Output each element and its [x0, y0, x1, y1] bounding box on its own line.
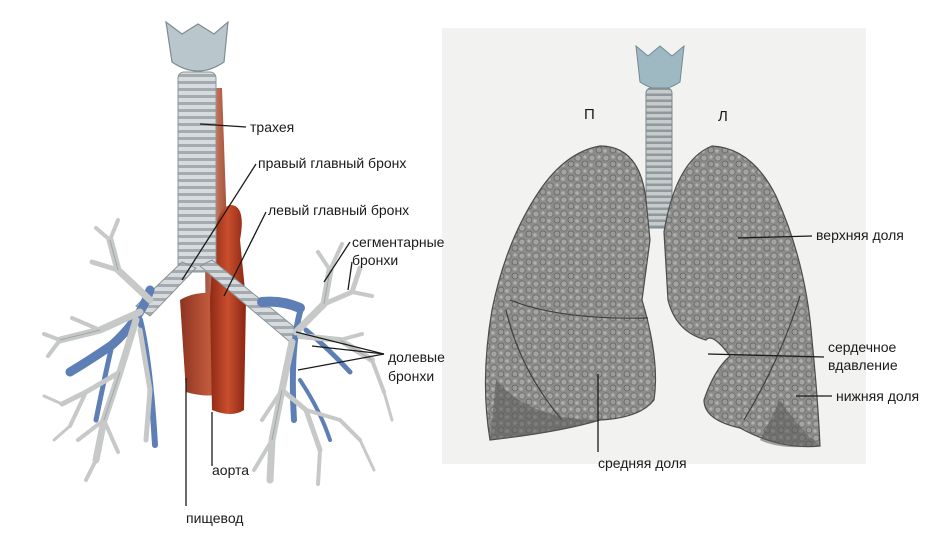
label-middle-lobe: средняя доля	[598, 455, 687, 471]
label-aorta: аорта	[212, 462, 250, 478]
side-mark-right: П	[584, 106, 595, 123]
lungs-illustration	[442, 28, 866, 464]
larynx-shape	[165, 20, 229, 72]
label-right-main-bronchus: правый главный бронх	[258, 155, 407, 171]
lung-fissures	[505, 295, 801, 421]
leader-segmental-1	[323, 241, 351, 283]
leader-lobar-2	[297, 353, 385, 371]
side-mark-left: Л	[718, 108, 728, 125]
aorta-shape	[210, 205, 246, 414]
lung-shadow-left	[760, 400, 820, 448]
lung-shadow	[490, 380, 600, 440]
left-leader-lines	[181, 123, 385, 506]
label-cardiac-notch-line2: вдавление	[828, 357, 898, 373]
label-segmental-bronchi-line1: сегментарные	[352, 234, 445, 250]
lungs-larynx-shape	[635, 44, 685, 90]
lungs-trachea-shape	[645, 87, 673, 229]
leader-cardiac-notch	[707, 353, 825, 358]
label-lobar-bronchi-line2: бронхи	[388, 368, 435, 384]
left-lung-shape	[663, 145, 821, 448]
label-upper-lobe: верхняя доля	[816, 227, 904, 243]
trachea-shape	[177, 71, 217, 273]
label-trachea: трахея	[250, 119, 295, 135]
label-esophagus: пищевод	[186, 510, 244, 526]
bronchial-tree-illustration	[42, 20, 394, 486]
label-left-main-bronchus: левый главный бронх	[268, 202, 410, 218]
leader-lobar-3	[311, 345, 385, 355]
leader-segmental-2	[347, 261, 353, 291]
label-lower-lobe: нижняя доля	[836, 388, 920, 404]
leader-left-main-bronchus	[223, 211, 267, 297]
label-segmental-bronchi-line2: бронхи	[352, 252, 399, 268]
label-cardiac-notch-line1: сердечное	[828, 339, 897, 355]
leader-upper-lobe	[737, 235, 813, 239]
leader-lobar-1	[295, 331, 385, 355]
label-lobar-bronchi-line1: долевые	[388, 349, 445, 365]
leader-trachea	[199, 123, 247, 128]
leader-right-main-bronchus	[181, 163, 257, 281]
right-leader-lines	[597, 235, 832, 452]
